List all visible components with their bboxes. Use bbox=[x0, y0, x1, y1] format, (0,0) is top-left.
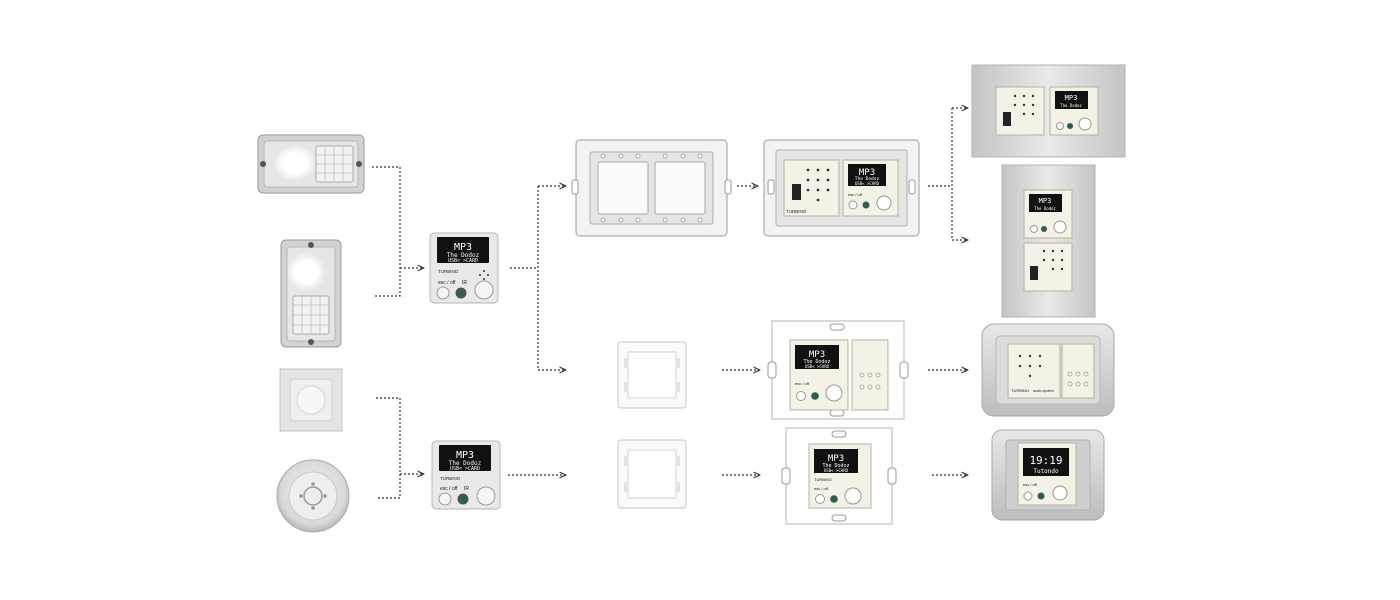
esc-off-label: esc / off bbox=[440, 486, 458, 492]
mounting-plate-installed-row3: MP3 The Dodoz USB< >CARD esc / off bbox=[767, 320, 909, 420]
esc-off-label: esc / off bbox=[1023, 482, 1038, 487]
lcd-line3: USB< >CARD bbox=[448, 258, 478, 264]
lcd-line2: The Dodoz bbox=[803, 359, 830, 365]
esc-off-label: esc / off bbox=[814, 486, 829, 491]
finished-plate-clock: 19:19 Tutondo esc / off bbox=[991, 429, 1105, 521]
clock-time: 19:19 bbox=[1029, 454, 1062, 467]
lcd-line1: MP3 bbox=[1065, 94, 1078, 102]
lcd-line2: The Dodoz bbox=[449, 460, 482, 467]
audio-module-top: MP3 The Dodoz USB< >CARD TURBINO esc / o… bbox=[429, 232, 499, 304]
frame-single-empty-1 bbox=[617, 341, 687, 409]
esc-off-label: esc / off bbox=[795, 381, 810, 386]
lcd-line2: The Dodoz bbox=[855, 176, 880, 182]
lcd-line1: MP3 bbox=[859, 168, 875, 178]
brand-label: TURBINO bbox=[786, 209, 807, 214]
speaker-vertical bbox=[280, 239, 342, 348]
lcd-line1: MP3 bbox=[454, 242, 472, 253]
brand-label: TURBINO bbox=[814, 477, 832, 482]
esc-off-label: esc / off bbox=[438, 280, 456, 286]
lcd-line3: USB< >CARD bbox=[805, 364, 830, 369]
speaker-round bbox=[276, 459, 350, 533]
esc-off-label: esc / off bbox=[848, 192, 863, 197]
lcd-line2: The Dodoz bbox=[822, 463, 849, 469]
brand-label: TURBINO bbox=[1011, 388, 1029, 393]
lcd-line3: USB< >CARD bbox=[824, 468, 849, 473]
ir-label: IR bbox=[462, 280, 467, 286]
lcd-line1: MP3 bbox=[456, 450, 474, 461]
speaker-square bbox=[279, 368, 343, 432]
frame-single-empty-2 bbox=[617, 439, 687, 509]
lcd-line3: USB< >CARD bbox=[855, 181, 880, 186]
speaker-horizontal bbox=[257, 134, 365, 194]
finished-plate-horizontal: MP3 The Dodoz bbox=[971, 64, 1126, 158]
audio-module-bottom: MP3 The Dodoz USB< >CARD TURBINO esc / o… bbox=[431, 440, 501, 510]
lcd-line1: MP3 bbox=[1039, 197, 1052, 205]
clock-subtitle: Tutondo bbox=[1033, 468, 1059, 475]
ir-label: IR bbox=[464, 486, 469, 492]
lcd-line2: The Dodoz bbox=[1034, 206, 1056, 211]
brand-label: TURBINO bbox=[438, 269, 459, 274]
backbox-double-empty bbox=[571, 139, 732, 237]
lcd-line1: MP3 bbox=[809, 350, 825, 360]
mounting-plate-installed-row4: MP3 The Dodoz USB< >CARD TURBINO esc / o… bbox=[781, 427, 897, 525]
lcd-line2: The Dodoz bbox=[447, 252, 480, 259]
lcd-line1: MP3 bbox=[828, 454, 844, 464]
backbox-double-installed: TURBINO MP3 The Dodoz USB< >CARD esc / o… bbox=[763, 139, 920, 237]
finished-plate-vertical: MP3 The Dodoz bbox=[1001, 164, 1096, 318]
connector-lines bbox=[372, 108, 968, 499]
finished-plate-wide: TURBINO audio system bbox=[981, 323, 1115, 417]
lcd-line2: The Dodoz bbox=[1060, 103, 1082, 108]
side-label: audio system bbox=[1033, 389, 1054, 393]
brand-label: TURBINO bbox=[440, 476, 461, 481]
lcd-line3: USB< >CARD bbox=[450, 466, 480, 472]
